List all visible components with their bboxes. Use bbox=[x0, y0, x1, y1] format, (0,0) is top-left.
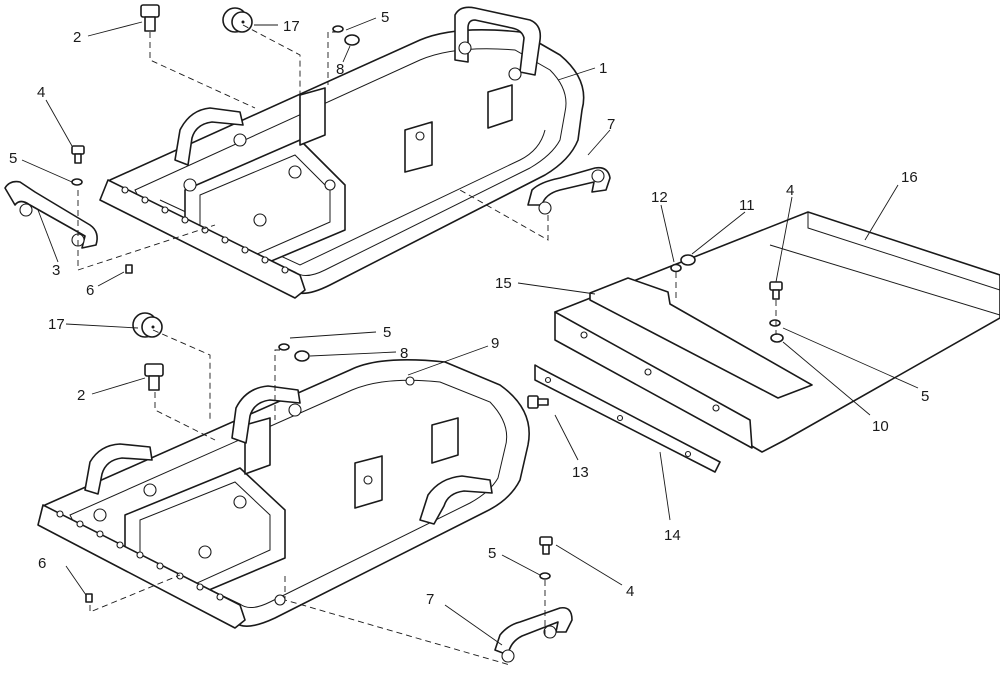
callout-5-right: 5 bbox=[921, 388, 929, 405]
handle-7-upper bbox=[527, 166, 611, 206]
lower-right-handle bbox=[419, 475, 493, 525]
callout-5-bottom: 5 bbox=[488, 545, 496, 562]
hex-bolt-icon bbox=[140, 4, 160, 32]
upper-bracket-center bbox=[404, 121, 433, 173]
callout-5-left: 5 bbox=[9, 150, 17, 167]
callout-2-upper: 2 bbox=[73, 29, 81, 46]
callout-17-lower: 17 bbox=[48, 316, 65, 333]
hex-bolt-icon bbox=[71, 145, 85, 164]
lower-bracket-right bbox=[431, 417, 459, 464]
handle-3 bbox=[4, 180, 98, 249]
skid-plate-assembly bbox=[534, 211, 1000, 473]
hex-nut-icon bbox=[294, 34, 696, 362]
callout-4-bottom: 4 bbox=[626, 583, 634, 600]
callout-11: 11 bbox=[739, 197, 755, 214]
upper-pan-fasteners bbox=[183, 41, 522, 227]
callout-15: 15 bbox=[495, 275, 512, 292]
callout-9: 9 bbox=[491, 335, 499, 352]
upper-flange-teeth bbox=[121, 186, 289, 274]
callout-12: 12 bbox=[651, 189, 668, 206]
callout-3: 3 bbox=[52, 262, 60, 279]
callout-17-upper: 17 bbox=[283, 18, 300, 35]
upper-pan-assembly bbox=[99, 6, 585, 299]
callout-6-upper: 6 bbox=[86, 282, 94, 299]
handle-7-lower bbox=[494, 606, 573, 656]
callout-13: 13 bbox=[572, 464, 589, 481]
hex-bolt-icon bbox=[527, 395, 549, 409]
lower-front-flange bbox=[37, 504, 246, 629]
callout-4-right: 4 bbox=[786, 182, 794, 199]
lower-left-handle bbox=[84, 443, 153, 495]
lower-flange-teeth bbox=[56, 510, 224, 601]
callout-labels: 2 17 5 8 1 4 5 3 6 7 17 5 8 2 9 6 5 4 7 … bbox=[9, 9, 929, 608]
upper-bracket-right bbox=[487, 84, 513, 129]
drain-plug-icon bbox=[132, 312, 163, 338]
callout-7-lower: 7 bbox=[426, 591, 434, 608]
callout-6-lower: 6 bbox=[38, 555, 46, 572]
lock-washer-icon bbox=[71, 25, 784, 580]
callout-1: 1 bbox=[599, 60, 607, 77]
callout-7-upper: 7 bbox=[607, 116, 615, 133]
lower-top-handle bbox=[231, 385, 301, 444]
callout-leaders bbox=[21, 17, 919, 646]
upper-bracket-left bbox=[299, 87, 326, 146]
lower-pan-fasteners bbox=[93, 376, 415, 606]
lower-bracket-left bbox=[244, 417, 271, 475]
callout-5-top: 5 bbox=[381, 9, 389, 26]
callout-10: 10 bbox=[872, 418, 889, 435]
skid-front-lip bbox=[554, 311, 753, 449]
drain-plug-icon bbox=[222, 7, 253, 33]
set-screw-icon bbox=[125, 264, 133, 274]
strip-14 bbox=[534, 364, 721, 473]
callout-16: 16 bbox=[901, 169, 918, 186]
hex-bolt-icon bbox=[769, 281, 783, 300]
bracket-15 bbox=[589, 277, 813, 399]
hex-bolt-icon bbox=[539, 536, 553, 555]
callout-2-lower: 2 bbox=[77, 387, 85, 404]
callout-8-lower: 8 bbox=[400, 345, 408, 362]
callout-5-middle: 5 bbox=[383, 324, 391, 341]
callout-8-upper: 8 bbox=[336, 61, 344, 78]
callout-4-left: 4 bbox=[37, 84, 45, 101]
upper-left-handle bbox=[174, 107, 244, 166]
set-screw-icon bbox=[85, 593, 93, 603]
assembly-dashed-lines bbox=[77, 24, 777, 666]
hex-bolt-icon bbox=[144, 363, 164, 391]
lower-pan-assembly bbox=[37, 358, 530, 629]
callout-14: 14 bbox=[664, 527, 681, 544]
